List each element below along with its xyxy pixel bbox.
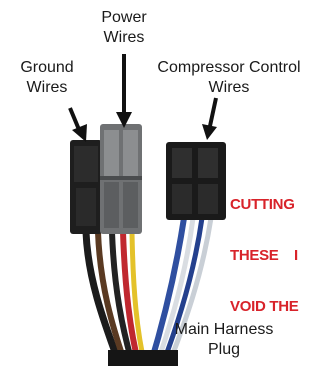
ground-wires-label: Ground Wires [14, 58, 80, 98]
compressor-label-line1: Compressor Control [157, 59, 301, 76]
harness-label-line2: Plug [207, 341, 241, 358]
wire-blue-1 [147, 215, 187, 366]
ground-label-line2: Wires [26, 79, 68, 96]
compressor-control-wires-label: Compressor Control Wires [143, 58, 315, 98]
main-harness-plug-label: Main Harness Plug [168, 320, 280, 360]
warning-line3: VOID THE [230, 298, 299, 315]
ground-connector [70, 140, 102, 234]
compressor-connector [166, 142, 226, 220]
power-connector [100, 124, 142, 234]
warning-line2: THESE I [230, 247, 298, 264]
ground-label-line1: Ground [20, 59, 74, 76]
arrow-ground-head [72, 124, 87, 142]
harness-plug [108, 350, 178, 366]
warning-text: CUTTING THESE I VOID THE [230, 162, 322, 332]
arrows [68, 54, 218, 142]
arrow-compressor-shaft [208, 97, 218, 127]
power-label-line1: Power [101, 9, 147, 26]
power-label-line2: Wires [103, 29, 145, 46]
arrow-compressor-head [202, 124, 217, 140]
power-wires-label: Power Wires [94, 8, 154, 48]
compressor-label-line2: Wires [208, 79, 250, 96]
warning-line1: CUTTING [230, 196, 295, 213]
arrow-power-head [116, 112, 132, 128]
harness-label-line1: Main Harness [174, 321, 274, 338]
